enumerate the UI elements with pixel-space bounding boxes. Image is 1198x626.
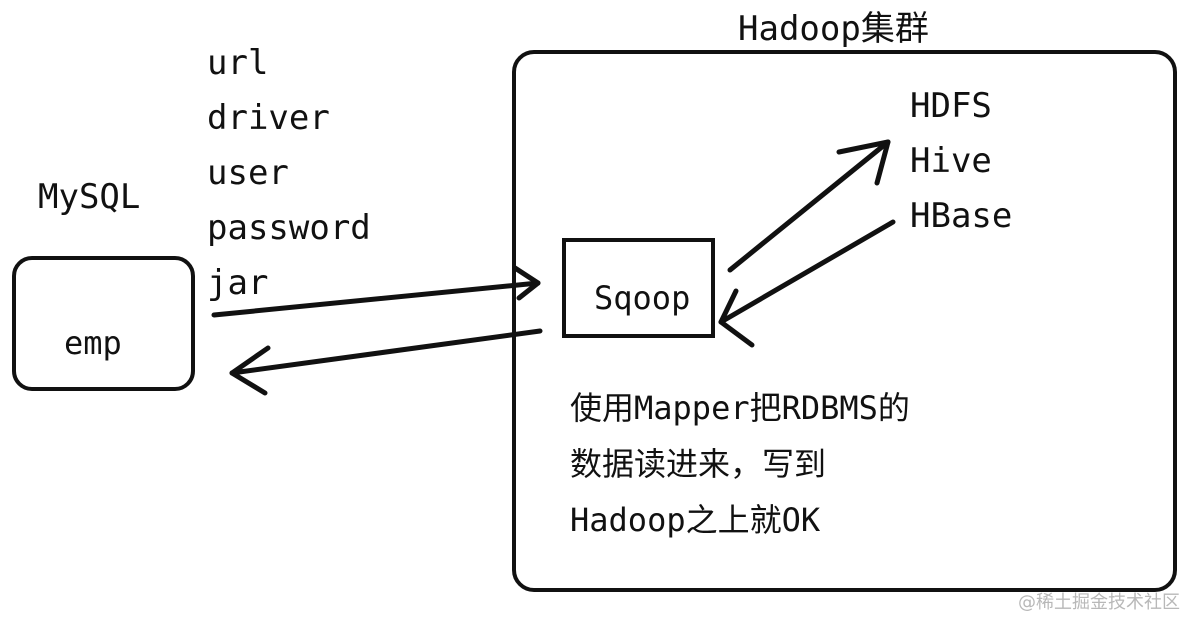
param-driver: driver (207, 98, 330, 138)
export-arrow (229, 328, 543, 396)
sqoop-label: Sqoop (594, 279, 691, 317)
target-hdfs: HDFS (910, 86, 992, 126)
description-line-2: 数据读进来，写到 (570, 445, 827, 483)
sqoop-box (562, 238, 715, 338)
param-url: url (207, 43, 269, 83)
description-line-3: Hadoop之上就OK (570, 501, 821, 539)
param-user: user (207, 153, 289, 193)
description-line-1: 使用Mapper把RDBMS的 (570, 389, 910, 427)
mysql-table-box (12, 256, 195, 391)
cluster-title: Hadoop集群 (738, 9, 929, 49)
target-hbase: HBase (910, 196, 1013, 236)
watermark-text: @稀土掘金技术社区 (1018, 592, 1180, 613)
param-jar: jar (207, 263, 269, 303)
target-hive: Hive (910, 141, 992, 181)
emp-table-label: emp (64, 324, 122, 362)
param-password: password (207, 208, 371, 248)
mysql-label: MySQL (38, 177, 141, 217)
hadoop-cluster-box (512, 50, 1177, 592)
